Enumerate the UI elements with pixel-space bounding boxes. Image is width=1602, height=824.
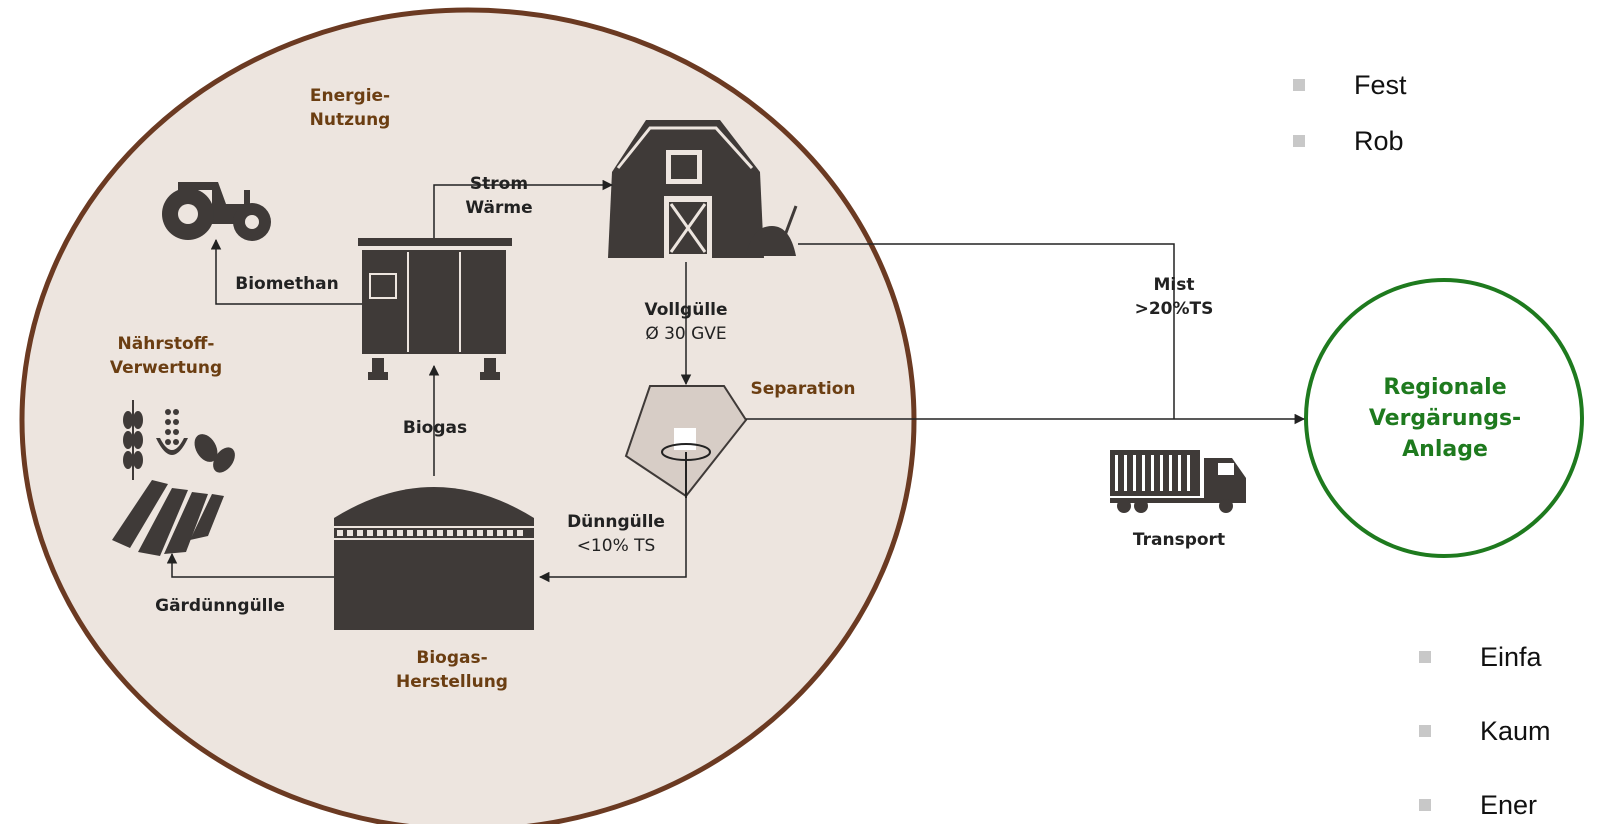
crops-field-icon	[112, 400, 235, 556]
label-strom-waerme: Strom Wärme	[465, 174, 533, 218]
label-duennguelle: Dünngülle <10% TS	[567, 512, 665, 556]
bullet-square-icon	[1293, 79, 1305, 91]
digester-tank-icon	[334, 487, 534, 630]
label-naehrstoff-verwertung: Nährstoff- Verwertung	[109, 334, 223, 378]
label-transport: Transport	[1132, 530, 1226, 550]
label-gaerduennguelle: Gärdünngülle	[155, 596, 285, 616]
bullet-item-bottom-2: Kaum	[1419, 716, 1551, 747]
arrow-biomethan	[210, 238, 362, 305]
label-vollguelle: Vollgülle Ø 30 GVE	[644, 300, 728, 344]
bullet-item-bottom-3: Ener	[1419, 790, 1537, 821]
label-biogas: Biogas	[402, 418, 468, 438]
bullet-square-icon	[1419, 651, 1431, 663]
arrow-strom-waerme	[433, 179, 614, 238]
arrow-gaerduennguelle	[166, 552, 334, 578]
label-separation: Separation	[750, 379, 856, 399]
label-biogas-herstellung: Biogas- Herstellung	[396, 648, 508, 692]
arrow-duennguelle	[538, 498, 687, 583]
separator-icon	[624, 385, 748, 498]
chp-unit-icon	[358, 238, 512, 380]
arrow-mist	[798, 243, 1175, 419]
barn-icon	[608, 120, 764, 258]
target-circle	[1304, 278, 1584, 558]
bullet-square-icon	[1419, 799, 1431, 811]
manure-pile-icon	[746, 205, 798, 256]
label-biomethan: Biomethan	[235, 274, 339, 294]
bullet-square-icon	[1419, 725, 1431, 737]
label-mist: Mist >20%TS	[1134, 275, 1214, 319]
bullet-item-top-1: Fest	[1293, 70, 1407, 101]
tractor-icon	[162, 182, 271, 241]
label-regionale-vergaerungsanlage: Regionale Vergärungs- Anlage	[1368, 375, 1522, 462]
truck-icon	[1110, 450, 1246, 513]
bullet-item-bottom-1: Einfa	[1419, 642, 1542, 673]
label-energie-nutzung: Energie- Nutzung	[309, 86, 391, 130]
bullet-item-top-2: Rob	[1293, 126, 1404, 157]
bullet-square-icon	[1293, 135, 1305, 147]
